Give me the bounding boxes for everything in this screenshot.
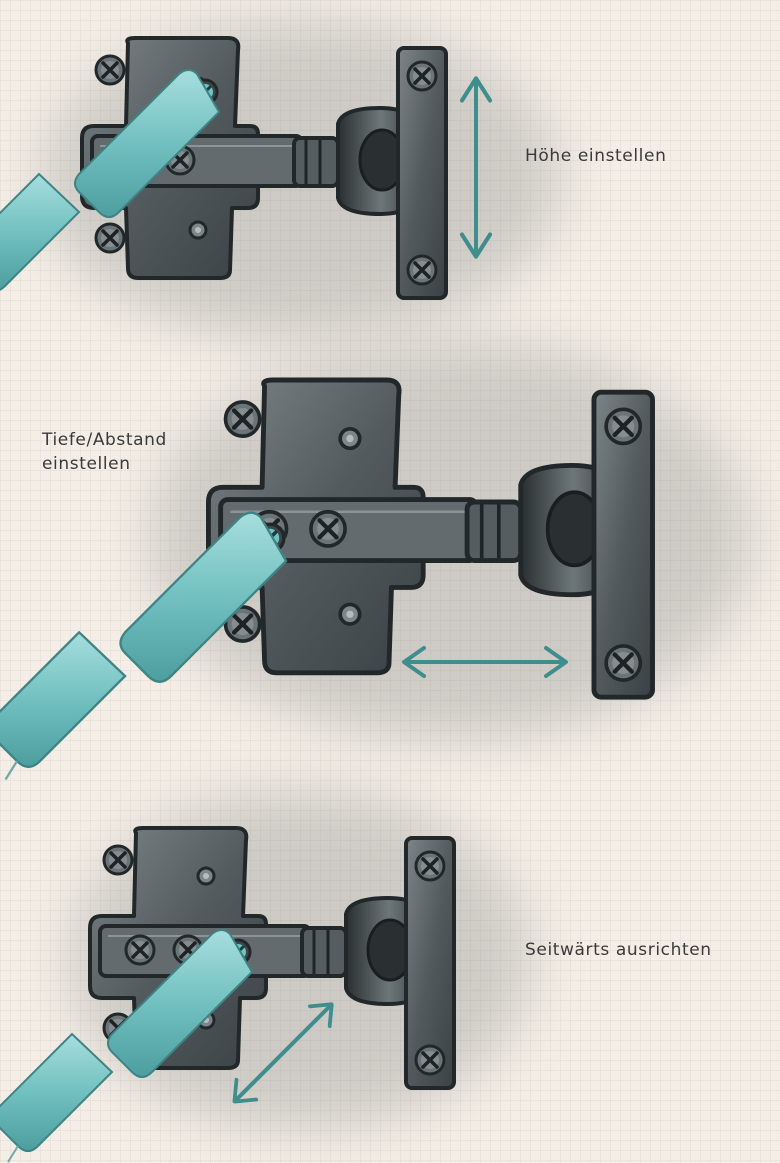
label-side-adjust: Seitwärts ausrichten	[525, 940, 712, 960]
label-depth-adjust: Tiefe/Abstand einstellen	[42, 430, 167, 474]
label-height-adjust: Höhe einstellen	[525, 146, 667, 166]
